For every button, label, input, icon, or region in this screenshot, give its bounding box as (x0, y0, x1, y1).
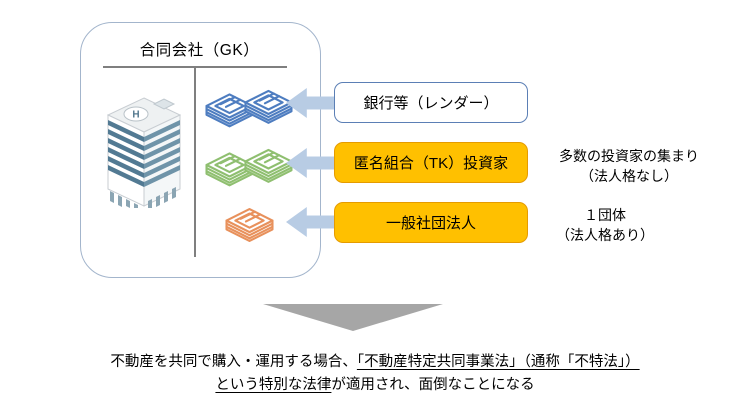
money-stacks-tk-icon (205, 148, 293, 187)
down-arrow-icon (263, 304, 443, 331)
note-line: 多数の投資家の集まり (559, 148, 699, 164)
conclusion-text: 不動産を共同で購入・運用する場合、「不動産特定共同事業法」（通称「不特法」） と… (0, 351, 750, 397)
entity-box-tk-investors: 匿名組合（TK）投資家 (334, 142, 528, 183)
entity-label: 匿名組合（TK）投資家 (353, 155, 509, 172)
gk-title: 合同会社（GK） (139, 42, 260, 59)
entity-label: 銀行等（レンダー） (363, 95, 499, 112)
divider-vertical (194, 66, 196, 257)
entity-label: 一般社団法人 (385, 215, 476, 232)
money-stack-association-icon (225, 208, 274, 242)
note-tk-investors: 多数の投資家の集まり （法人格なし） (536, 147, 722, 186)
entity-box-association: 一般社団法人 (334, 202, 528, 243)
note-line: （法人格あり） (556, 226, 654, 243)
conclusion-line-2: という特別な法律が適用され、面倒なことになる (215, 377, 535, 393)
entity-box-lender: 銀行等（レンダー） (334, 82, 528, 123)
money-stacks-lender-icon (205, 89, 293, 128)
conclusion-line-1: 不動産を共同で購入・運用する場合、「不動産特定共同事業法」（通称「不特法」） (110, 354, 640, 370)
office-building-icon: H (106, 97, 182, 208)
helipad-letter: H (132, 110, 139, 121)
note-line: １団体 (584, 207, 626, 223)
note-line: （法人格なし） (580, 167, 678, 184)
note-association: １団体 （法人格あり） (544, 206, 666, 245)
